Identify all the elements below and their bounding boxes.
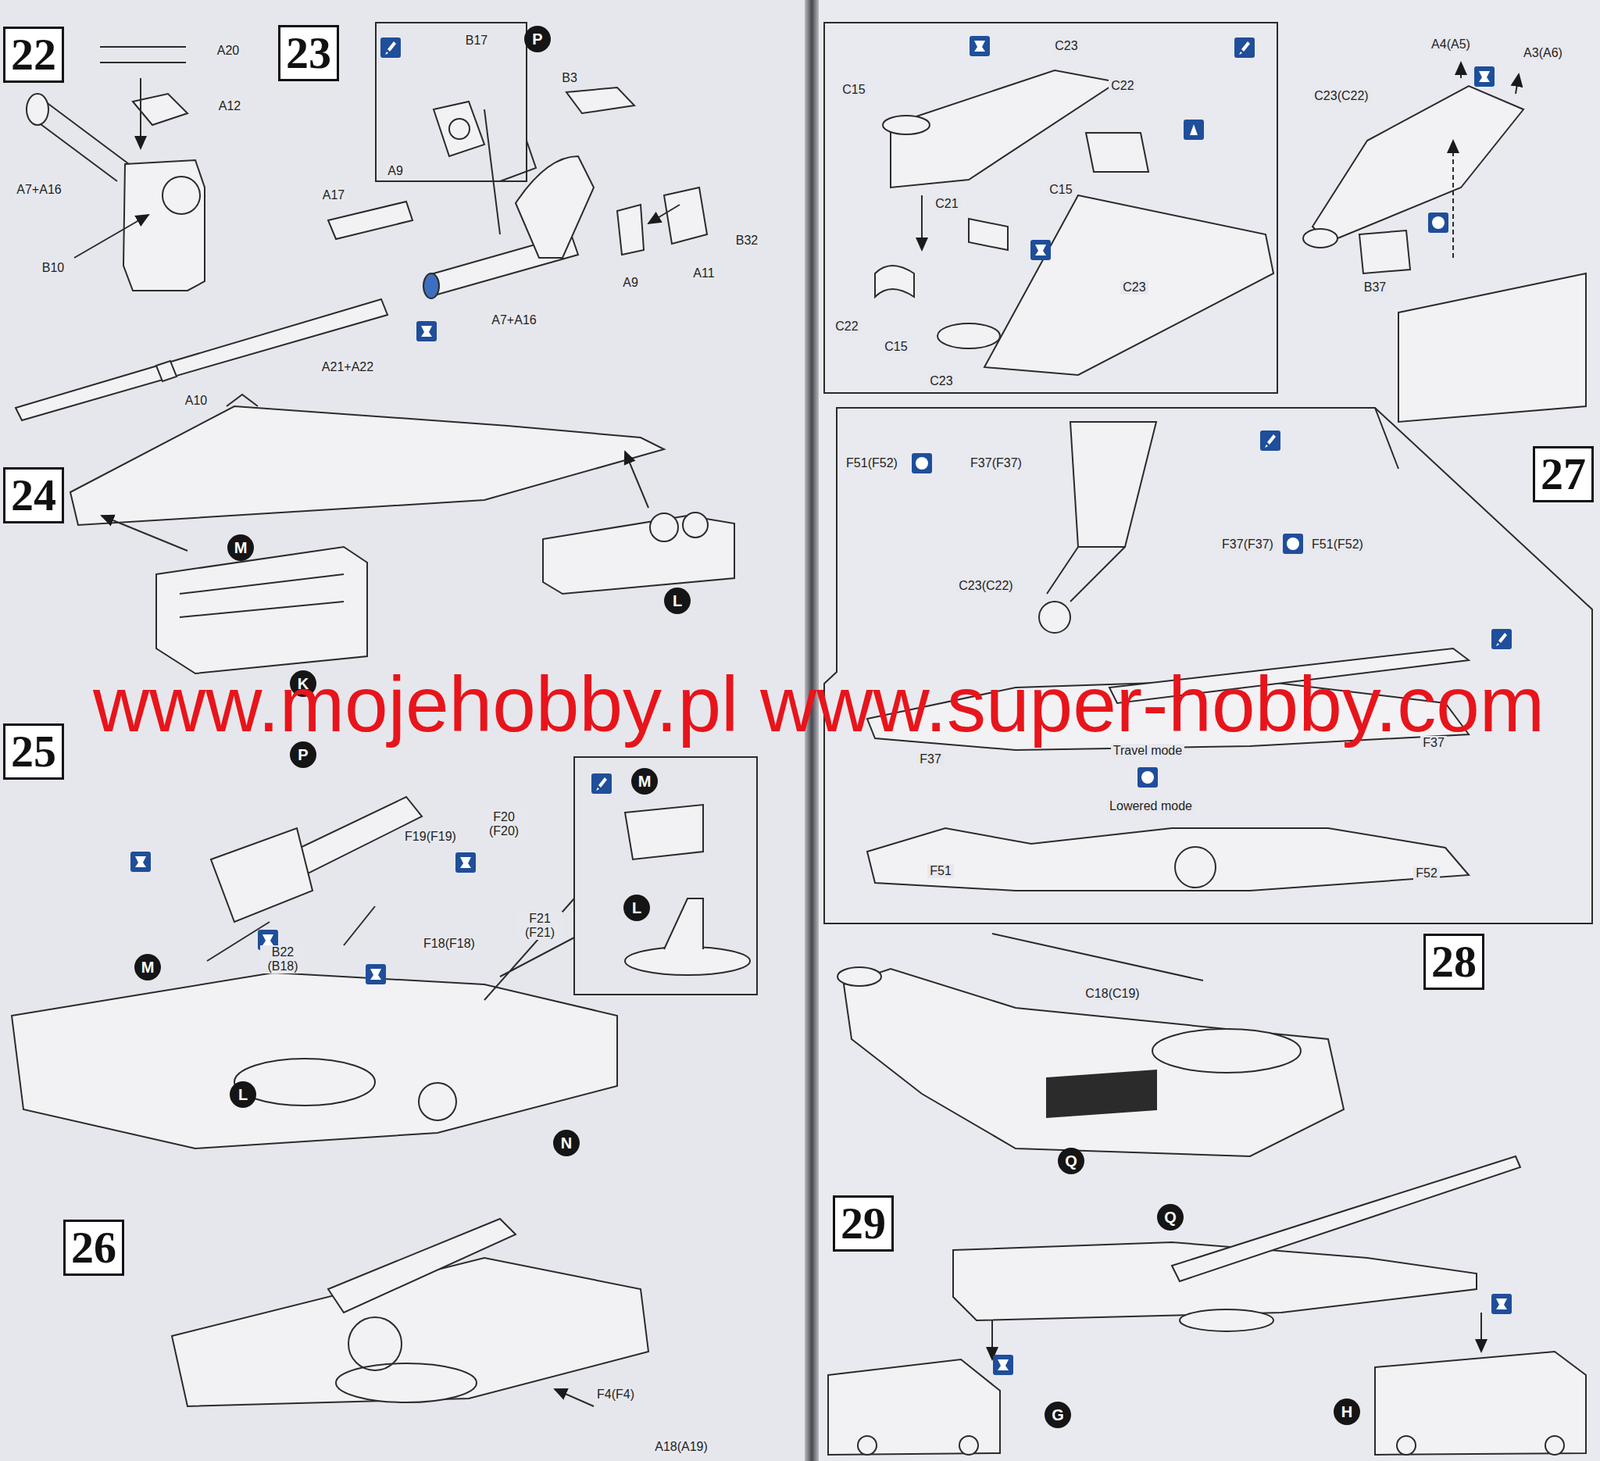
part-label: C23 [1120,280,1148,295]
part-label: F37 [1420,735,1447,750]
subassembly-letter: G [1051,1407,1065,1423]
part-label: C23 [927,374,955,389]
step-number: 25 [10,728,57,775]
part-label: A11 [690,266,717,281]
subassembly-letter: L [672,592,683,609]
part-label: C15 [882,339,910,354]
part-label: A4(A5) [1428,37,1473,52]
part-label: C22 [832,319,861,334]
part-label: B22 (B18) [260,945,306,975]
subassembly-circle: L [623,894,650,922]
part-label: A21+A22 [319,360,376,375]
subassembly-letter: M [638,773,652,790]
subassembly-letter: Q [1064,1153,1078,1169]
part-label: F51(F52) [843,456,900,471]
part-label: F37(F37) [1219,537,1276,552]
step-number-box: 28 [1423,933,1485,990]
subassembly-circle: P [524,25,551,53]
subassembly-letter: M [141,959,155,975]
subassembly-letter: L [632,900,642,916]
subassembly-letter: N [560,1135,572,1151]
subassembly-circle: Q [1057,1147,1085,1175]
part-label: A18(A19) [652,1439,711,1454]
part-label: B3 [559,71,580,86]
part-label: F52 [1413,866,1440,881]
step-number-box: 27 [1532,446,1594,503]
subassembly-letter: L [238,1086,248,1103]
part-label: C23 [1052,39,1080,54]
part-label: B10 [39,260,67,275]
part-label: F18(F18) [421,936,478,951]
part-label: C23(C22) [956,578,1015,593]
step-number: 24 [10,472,57,518]
subassembly-letter: P [297,746,308,763]
subassembly-letter: H [1341,1403,1353,1420]
subassembly-circle: Q [1157,1203,1184,1231]
subassembly-circle: L [664,587,691,615]
part-label: A17 [320,188,347,203]
step-number: 23 [285,30,332,76]
step-number-box: 22 [3,26,65,83]
step-number: 22 [10,32,57,78]
part-label: C21 [932,196,961,211]
subassembly-letter: M [234,539,248,556]
part-label: A10 [182,393,210,408]
subassembly-letter: P [532,31,543,47]
part-label: F51 [927,864,954,879]
subassembly-circle: M [227,534,254,561]
part-label: A12 [216,99,243,114]
part-label: C23(C22) [1311,89,1371,104]
part-label: A9 [620,275,641,290]
subassembly-circle: G [1044,1401,1072,1429]
part-label: F37 [917,752,944,767]
step-number-box: 24 [3,467,65,524]
line-art [11,22,1593,1455]
part-label: A20 [214,43,242,58]
part-label: C15 [1046,182,1075,197]
part-label: A7+A16 [14,182,64,197]
step-number-box: 25 [3,723,65,780]
step-number-box: 26 [63,1219,125,1276]
step-number-box: 23 [278,25,340,82]
part-label: F21 (F21) [517,911,563,941]
part-label: B17 [463,33,490,48]
part-label: F19(F19) [402,829,459,844]
part-label: A9 [385,164,406,179]
part-label: C18(C19) [1082,986,1142,1001]
part-label: F4(F4) [594,1387,637,1402]
part-label: F20 (F20) [481,810,527,840]
step-number-box: 29 [832,1195,894,1252]
part-label: C15 [839,82,868,97]
subassembly-circle: L [229,1081,257,1108]
mode-caption: Travel mode [1110,743,1185,758]
part-label: C22 [1108,78,1136,93]
mode-caption: Lowered mode [1107,799,1195,814]
part-label: B37 [1361,280,1389,295]
step-number: 27 [1540,451,1586,497]
step-number: 26 [71,1225,117,1271]
step-number: 29 [840,1200,886,1247]
subassembly-circle: H [1333,1398,1361,1425]
subassembly-circle: M [631,767,658,795]
subassembly-circle: M [134,953,161,981]
subassembly-letter: Q [1164,1209,1177,1225]
part-label: A7+A16 [489,313,539,328]
part-label: F37(F37) [967,456,1025,471]
part-label: F51(F52) [1309,537,1366,552]
watermark: www.mojehobby.pl www.super-hobby.com [92,660,1545,747]
subassembly-circle: N [553,1129,580,1157]
part-label: A3(A6) [1521,46,1565,61]
part-label: B32 [733,233,761,248]
step-number: 28 [1431,939,1477,985]
